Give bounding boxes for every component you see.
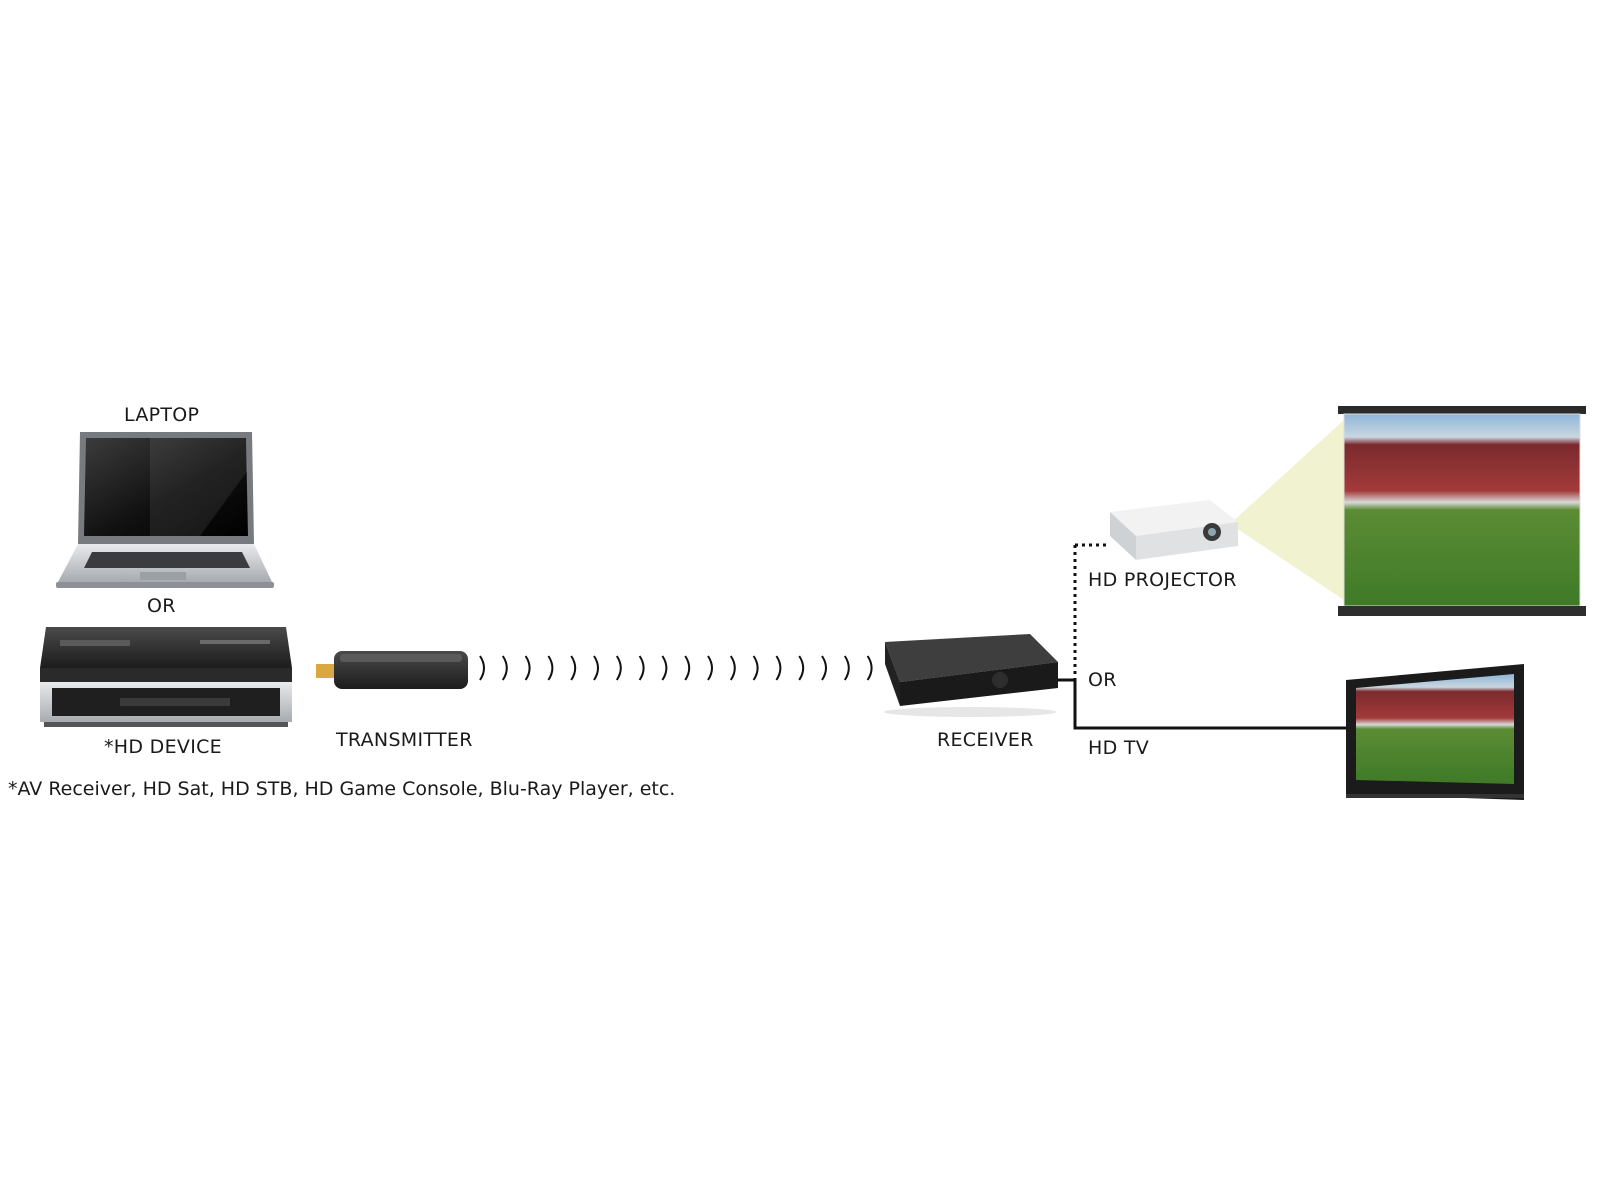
hd-device-illustration — [40, 627, 292, 727]
hd-projector-label: HD PROJECTOR — [1088, 569, 1237, 591]
connection-lines — [1058, 543, 1346, 730]
hd-projector-illustration — [1110, 500, 1238, 560]
wave-arc — [684, 655, 691, 681]
wave-arc — [524, 655, 531, 681]
receiver-label: RECEIVER — [937, 729, 1034, 751]
wave-arc — [638, 655, 645, 681]
receiver-illustration — [884, 634, 1058, 717]
footnote: *AV Receiver, HD Sat, HD STB, HD Game Co… — [8, 778, 676, 800]
or-right-label: OR — [1088, 669, 1117, 691]
wave-arc — [547, 655, 554, 681]
wave-arc — [729, 655, 736, 681]
wave-arc — [843, 655, 850, 681]
wave-arc — [798, 655, 805, 681]
wave-arc — [752, 655, 759, 681]
wave-arc — [821, 655, 827, 681]
wave-arc — [570, 655, 577, 681]
wave-arc — [593, 655, 599, 681]
hd-tv-label: HD TV — [1088, 737, 1150, 759]
wave-arc — [775, 655, 782, 681]
projector-screen-illustration — [1230, 406, 1586, 616]
wave-arc — [661, 655, 668, 681]
wave-arc — [866, 655, 873, 681]
hd-device-label: *HD DEVICE — [104, 736, 222, 758]
wave-arc — [479, 655, 485, 681]
transmitter-label: TRANSMITTER — [336, 729, 473, 751]
wave-arc — [501, 655, 508, 681]
wave-arc — [615, 655, 622, 681]
or-left-label: OR — [147, 595, 176, 617]
laptop-illustration — [56, 432, 274, 588]
laptop-label: LAPTOP — [124, 404, 200, 426]
hd-tv-illustration — [1346, 664, 1524, 800]
wave-arc — [707, 655, 713, 681]
transmitter-illustration — [316, 651, 468, 689]
wireless-signal-waves — [479, 655, 873, 681]
